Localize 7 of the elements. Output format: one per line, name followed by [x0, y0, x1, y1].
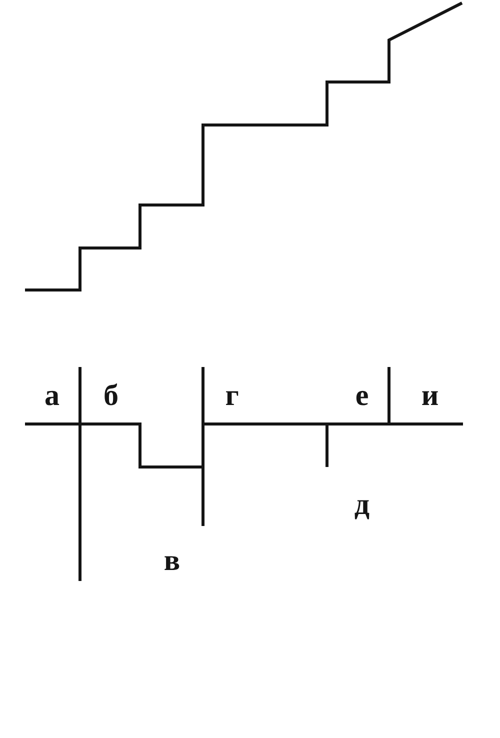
- letter-label: а: [44, 381, 60, 411]
- letter-label: и: [421, 381, 439, 411]
- letter-label: г: [225, 381, 239, 411]
- letter-label: д: [354, 490, 370, 520]
- letter-label: б: [104, 381, 118, 411]
- letter-label: в: [164, 546, 180, 576]
- letter-label: е: [355, 381, 369, 411]
